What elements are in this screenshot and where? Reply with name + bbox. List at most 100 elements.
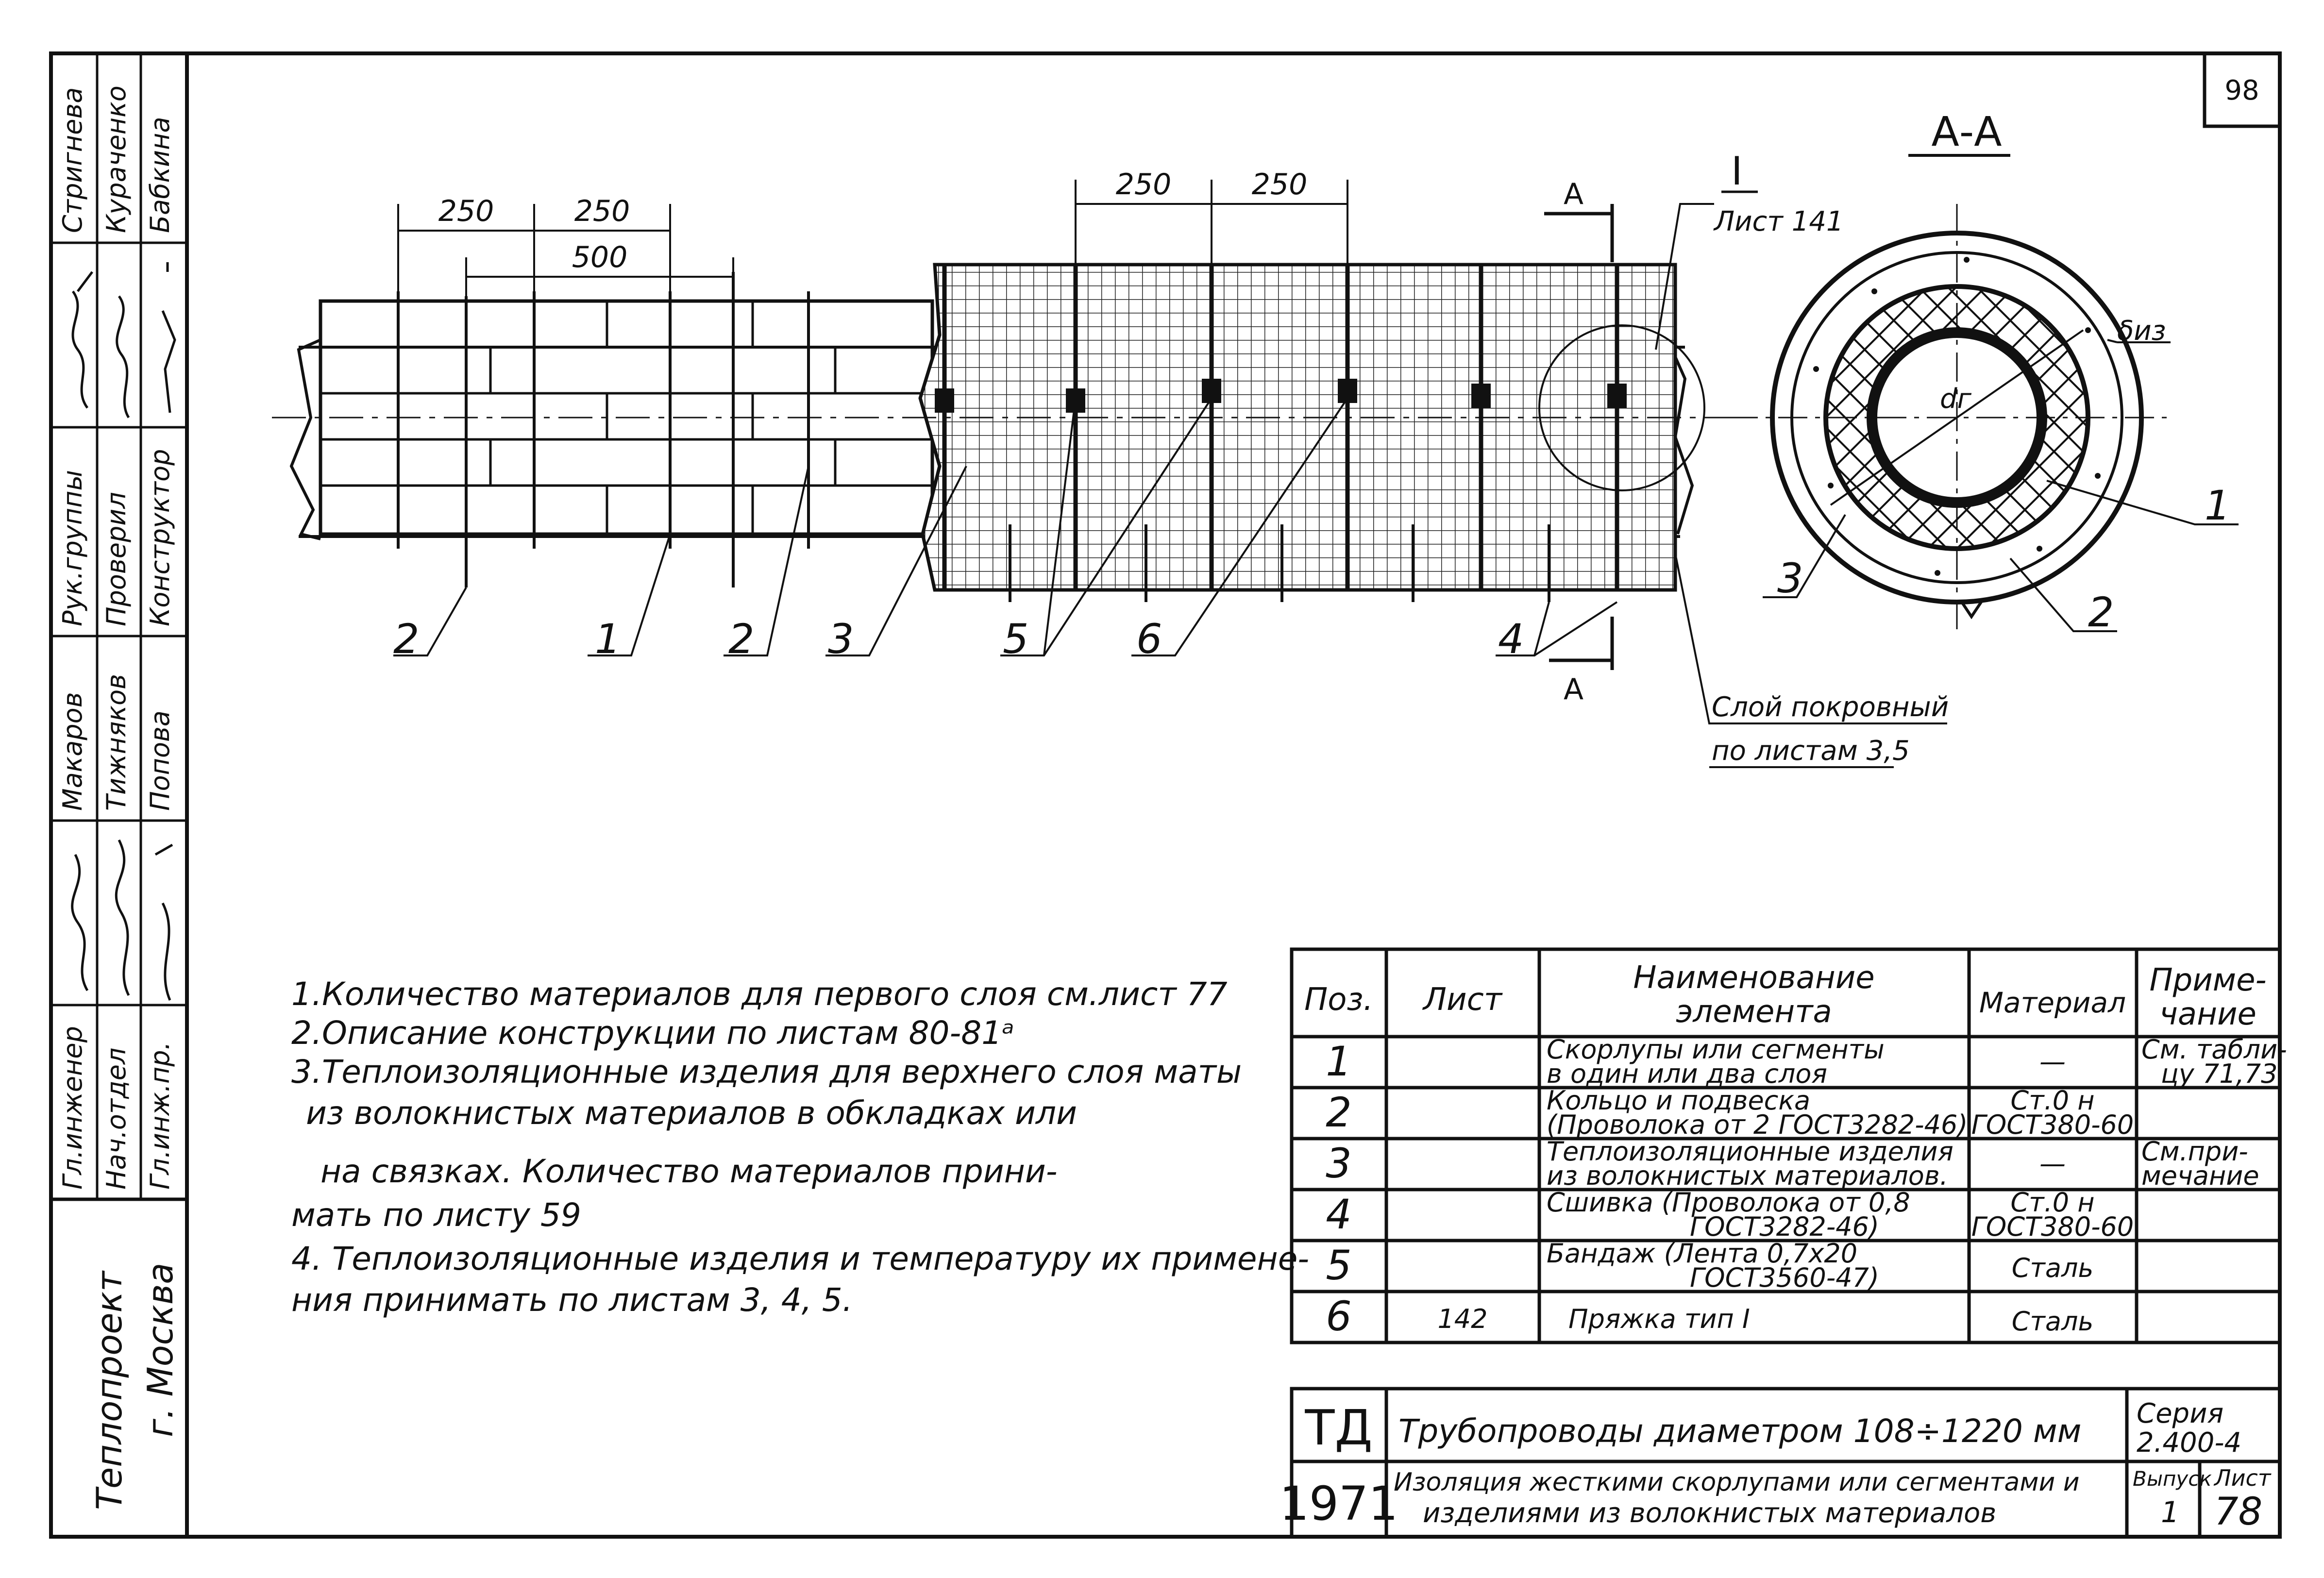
detail-sheet: Лист 141 bbox=[1713, 206, 1844, 237]
table-cell-note: См. табли- bbox=[2141, 1034, 2287, 1065]
issue-value: 1 bbox=[2161, 1495, 2179, 1529]
note-line: из волокнистых материалов в обкладках ил… bbox=[306, 1094, 1077, 1132]
table-cell-name: из волокнистых материалов. bbox=[1547, 1160, 1948, 1191]
section-marker-top: А bbox=[1564, 177, 1583, 211]
title-code: ТД bbox=[1304, 1399, 1372, 1456]
section-marker-bottom: А bbox=[1564, 672, 1583, 706]
table-cell-note: мечание bbox=[2141, 1160, 2259, 1191]
sheet-frame bbox=[49, 51, 2282, 1539]
table-cell-material: — bbox=[2039, 1046, 2066, 1077]
position-label: 2 bbox=[728, 615, 754, 663]
table-row: 1 Скорлупы или сегменты в один или два с… bbox=[1326, 1034, 2287, 1089]
table-cell-material: Сталь bbox=[2012, 1253, 2094, 1283]
table-cell-note: См.при- bbox=[2141, 1136, 2248, 1167]
cover-layer-note: Слой покровный по листам 3,5 bbox=[1674, 553, 1949, 768]
sheet-number: 98 bbox=[2224, 75, 2259, 106]
stamp-name-2-1: Стригнева bbox=[57, 87, 88, 233]
section-position-label: 3 bbox=[1777, 554, 1803, 602]
stamp-city: г. Москва bbox=[140, 1263, 181, 1437]
stamp-role-2-3: Конструктор bbox=[145, 449, 175, 626]
table-cell-material: Ст.0 н bbox=[2010, 1085, 2094, 1116]
table-cell-name: Кольцо и подвеска bbox=[1547, 1085, 1810, 1116]
detail-mark: I bbox=[1731, 149, 1743, 194]
section-diameter-label: dг bbox=[1940, 383, 1972, 415]
table-cell-name: в один или два слоя bbox=[1547, 1058, 1827, 1089]
title-line-2: Изоляция жесткими скорлупами или сегмент… bbox=[1394, 1468, 2080, 1497]
stamp-role-2-1: Рук.группы bbox=[57, 470, 88, 626]
table-header-name: элемента bbox=[1676, 994, 1832, 1030]
cover-note-line2: по листам 3,5 bbox=[1712, 735, 1910, 767]
table-cell-sheet: 142 bbox=[1437, 1304, 1487, 1334]
cover-note-line1: Слой покровный bbox=[1712, 691, 1949, 723]
table-cell-name: Скорлупы или сегменты bbox=[1547, 1034, 1885, 1065]
signatures bbox=[71, 262, 176, 1001]
note-line: 3.Теплоизоляционные изделия для верхнего… bbox=[291, 1053, 1242, 1091]
position-label: 4 bbox=[1498, 615, 1524, 663]
note-line: 4. Теплоизоляционные изделия и температу… bbox=[291, 1240, 1309, 1277]
section-title: А-А bbox=[1931, 108, 2002, 155]
stamp-role-1-3: Гл.инж.пр. bbox=[145, 1041, 175, 1190]
dimension-label: 250 bbox=[438, 194, 494, 228]
title-line-1: Трубопроводы диаметром 108÷1220 мм bbox=[1398, 1412, 2081, 1450]
section-cut-marker: А А bbox=[1544, 177, 1614, 706]
left-stamp: Стригнева Кураченко Бабкина Рук.группы П… bbox=[51, 53, 187, 1510]
note-line: ния принимать по листам 3, 4, 5. bbox=[291, 1281, 853, 1319]
title-block: ТД 1971 Трубопроводы диаметром 108÷1220 … bbox=[1280, 1387, 2282, 1539]
table-row: 4 Сшивка (Проволока от 0,8 ГОСТ3282-46) … bbox=[1326, 1187, 2134, 1242]
dimension-label: 500 bbox=[572, 240, 628, 274]
section-position-label: 1 bbox=[2205, 482, 2230, 529]
table-cell-name: Теплоизоляционные изделия bbox=[1547, 1136, 1954, 1167]
table-cell-material: ГОСТ380-60 bbox=[1971, 1211, 2134, 1242]
issue-label: Выпуск bbox=[2133, 1467, 2212, 1491]
table-cell-material: Сталь bbox=[2012, 1306, 2094, 1337]
insulation-mats bbox=[918, 263, 1677, 592]
table-cell-pos: 1 bbox=[1326, 1038, 1351, 1085]
table-header-note: Приме- bbox=[2149, 962, 2266, 998]
position-label: 3 bbox=[828, 615, 854, 663]
table-row: 3 Теплоизоляционные изделия из волокнист… bbox=[1326, 1136, 2259, 1191]
stamp-role-1-1: Гл.инженер bbox=[57, 1026, 88, 1190]
table-cell-name: ГОСТ3560-47) bbox=[1690, 1262, 1879, 1293]
table-cell-material: ГОСТ380-60 bbox=[1971, 1109, 2134, 1140]
table-cell-name: ГОСТ3282-46) bbox=[1690, 1211, 1879, 1242]
note-line: 1.Количество материалов для первого слоя… bbox=[291, 975, 1228, 1013]
stamp-organization: Теплопроект bbox=[89, 1270, 130, 1510]
table-cell-material: Ст.0 н bbox=[2010, 1187, 2094, 1218]
dimension-label: 250 bbox=[574, 194, 630, 228]
table-row: 6 142 Пряжка тип I Сталь bbox=[1326, 1293, 2093, 1340]
section-position-label: 2 bbox=[2088, 588, 2114, 636]
table-cell-note: цу 71,73 bbox=[2161, 1058, 2277, 1089]
detail-reference: I Лист 141 bbox=[1655, 149, 1844, 350]
position-label: 1 bbox=[595, 615, 621, 663]
table-row: 5 Бандаж (Лента 0,7х20 ГОСТ3560-47) Стал… bbox=[1326, 1238, 2093, 1293]
table-cell-pos: 5 bbox=[1326, 1242, 1351, 1289]
table-cell-material: — bbox=[2039, 1148, 2066, 1179]
pipe-elevation bbox=[272, 263, 1729, 602]
stamp-role-1-2: Нач.отдел bbox=[101, 1048, 132, 1190]
position-label: 2 bbox=[393, 615, 419, 663]
position-callouts bbox=[393, 397, 1618, 656]
position-label: 6 bbox=[1136, 615, 1162, 663]
title-year: 1971 bbox=[1280, 1477, 1398, 1531]
table-header-sheet: Лист bbox=[1422, 982, 1503, 1018]
table-cell-name: Пряжка тип I bbox=[1568, 1304, 1750, 1334]
title-line-3: изделиями из волокнистых материалов bbox=[1423, 1497, 1996, 1529]
materials-table: Поз. Лист Наименование элемента Материал… bbox=[1290, 947, 2287, 1344]
table-cell-name: (Проволока от 2 ГОСТ3282-46) bbox=[1547, 1109, 1968, 1140]
dimension-label: 250 bbox=[1252, 168, 1308, 201]
notes: 1.Количество материалов для первого слоя… bbox=[291, 975, 1309, 1319]
table-header-material: Материал bbox=[1979, 986, 2126, 1019]
note-line: мать по листу 59 bbox=[291, 1196, 581, 1234]
table-cell-pos: 6 bbox=[1326, 1293, 1351, 1340]
note-line: 2.Описание конструкции по листам 80-81ᵃ bbox=[291, 1014, 1014, 1052]
note-line: на связках. Количество материалов прини- bbox=[320, 1153, 1058, 1190]
dimension-chain-left: 250 250 500 bbox=[397, 194, 734, 301]
sheet-number-box: 98 bbox=[2203, 51, 2282, 128]
series-value: 2.400-4 bbox=[2137, 1427, 2241, 1459]
table-cell-pos: 2 bbox=[1326, 1089, 1351, 1136]
table-cell-name: Сшивка (Проволока от 0,8 bbox=[1547, 1187, 1910, 1218]
series-label: Серия bbox=[2137, 1398, 2223, 1429]
stamp-name-1-3: Попова bbox=[145, 710, 175, 811]
dimension-label: 250 bbox=[1116, 168, 1172, 201]
